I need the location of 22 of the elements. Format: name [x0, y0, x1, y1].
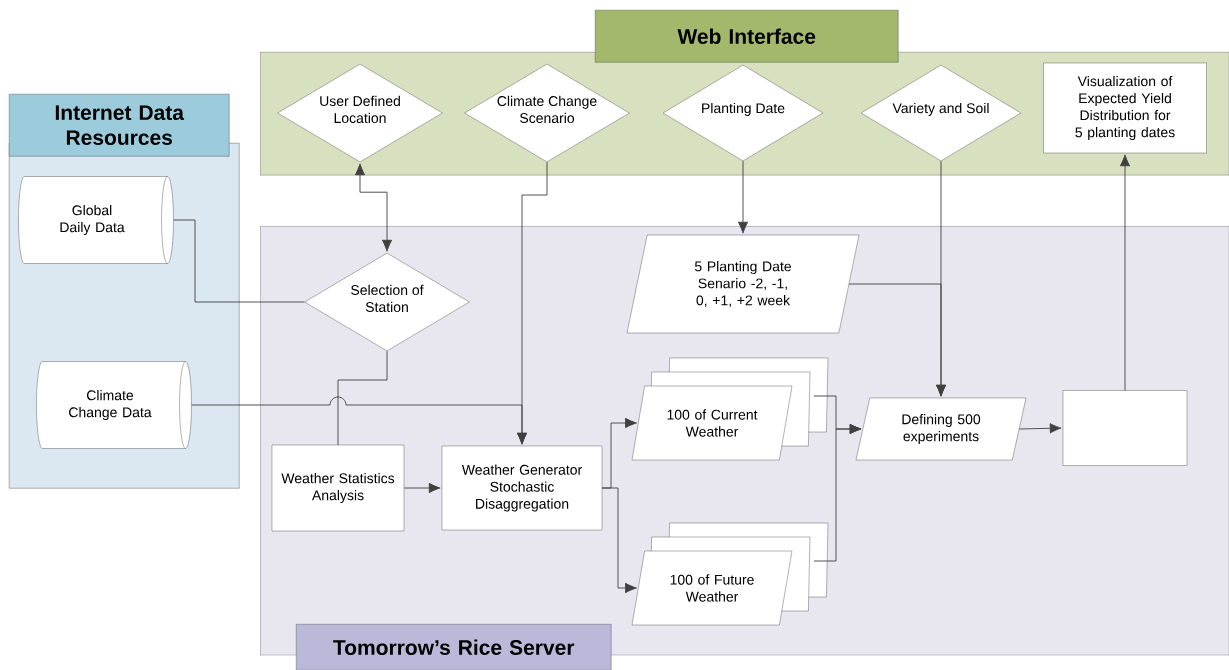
process-box	[1062, 390, 1188, 466]
arrow	[516, 161, 548, 445]
arrow	[1018, 423, 1062, 434]
arrow	[813, 423, 862, 562]
process-box: Weather Generator Stochastic Disaggregation	[441, 445, 603, 531]
panel-heading: Internet Data Resources	[9, 94, 230, 157]
arrow	[601, 487, 637, 594]
database-cylinder: Climate Change Data	[36, 361, 192, 449]
data-parallelogram: Defining 500 experiments	[855, 397, 1027, 461]
stacked-documents: 100 of Current Weather	[631, 357, 829, 461]
data-parallelogram: 5 Planting Date Senario -2, -1, 0, +1, +2 week	[626, 234, 860, 334]
stacked-documents: 100 of Future Weather	[631, 522, 829, 626]
panel-heading: Web Interface	[595, 10, 899, 63]
database-cylinder: Global Daily Data	[18, 176, 174, 264]
arrow	[403, 482, 441, 494]
process-box: Visualization of Expected Yield Distribution for 5 planting dates	[1043, 62, 1207, 154]
arrow	[1119, 154, 1131, 391]
arrow	[737, 160, 749, 234]
arrow	[354, 163, 393, 252]
process-box: Weather Statistics Analysis	[271, 444, 405, 532]
panel-heading: Tomorrow’s Rice Server	[296, 624, 612, 670]
arrow	[935, 160, 947, 397]
